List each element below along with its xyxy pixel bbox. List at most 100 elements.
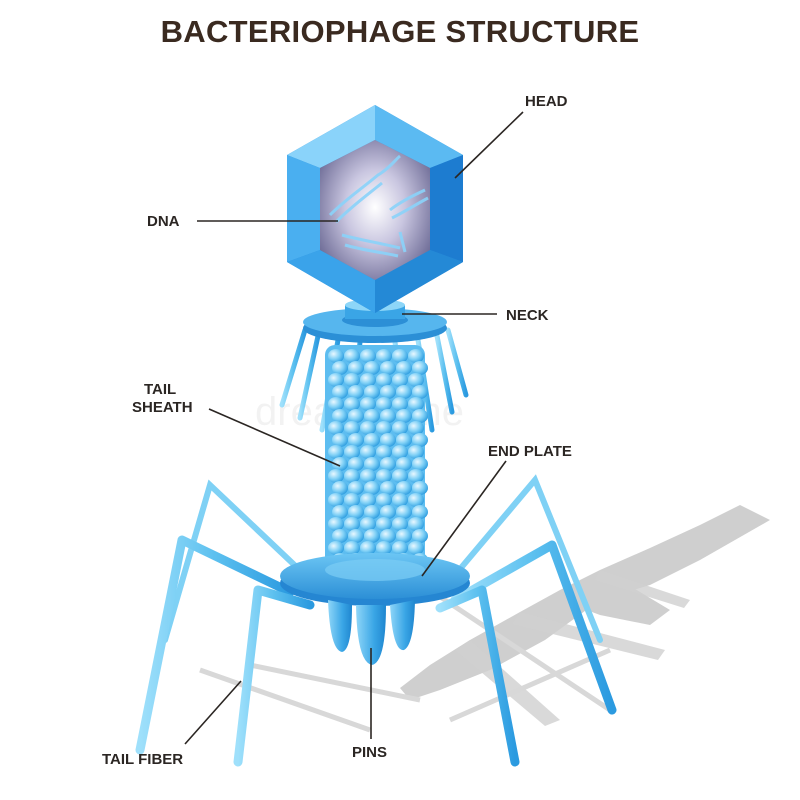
sheath-bead [380,361,396,375]
sheath-bead [360,541,376,555]
label-head: HEAD [525,93,568,110]
sheath-bead [412,385,428,399]
label-end-plate: END PLATE [488,443,572,460]
sheath-bead [380,409,396,423]
sheath-bead [392,541,408,555]
leader-lines [184,111,524,745]
sheath-bead [344,349,360,363]
sheath-bead [412,457,428,471]
sheath-bead [348,481,364,495]
tail-pins [328,600,415,665]
sheath-bead [376,517,392,531]
sheath-bead [332,529,348,543]
sheath-bead [348,361,364,375]
sheath-bead [380,505,396,519]
sheath-bead [396,409,412,423]
sheath-bead [364,409,380,423]
sheath-bead [344,493,360,507]
diagram-title: BACTERIOPHAGE STRUCTURE [160,14,640,49]
sheath-bead [376,541,392,555]
sheath-bead [344,445,360,459]
sheath-bead [396,385,412,399]
sheath-bead [396,457,412,471]
sheath-bead [408,469,424,483]
tail-fibers-front [135,535,617,767]
sheath-bead [332,505,348,519]
tail-fibers-back [162,474,603,643]
sheath-bead [348,529,364,543]
tail-sheath [325,345,428,585]
sheath-bead [344,373,360,387]
sheath-bead [392,349,408,363]
sheath-bead [392,517,408,531]
sheath-bead [344,397,360,411]
sheath-bead [328,517,344,531]
sheath-bead [364,529,380,543]
sheath-bead [328,541,344,555]
sheath-bead [396,361,412,375]
sheath-bead [364,505,380,519]
sheath-bead [376,397,392,411]
sheath-bead [396,529,412,543]
sheath-bead [380,529,396,543]
sheath-bead [332,481,348,495]
sheath-bead [344,421,360,435]
sheath-bead [380,385,396,399]
sheath-bead [360,349,376,363]
sheath-bead [364,361,380,375]
sheath-bead [396,505,412,519]
sheath-bead [360,397,376,411]
sheath-bead [376,349,392,363]
sheath-bead [396,433,412,447]
sheath-bead [328,469,344,483]
sheath-bead [376,469,392,483]
floor-leg-shadows [199,587,612,733]
sheath-bead [332,457,348,471]
sheath-bead [392,445,408,459]
sheath-bead [392,469,408,483]
sheath-bead [360,469,376,483]
sheath-bead [360,445,376,459]
sheath-bead [344,517,360,531]
collar-plate [303,299,447,343]
sheath-bead [392,421,408,435]
sheath-bead [392,493,408,507]
sheath-bead [412,529,428,543]
sheath-bead [332,385,348,399]
capsid-head [287,105,463,313]
sheath-bead [360,421,376,435]
sheath-bead [412,409,428,423]
sheath-bead [364,385,380,399]
sheath-bead [396,481,412,495]
sheath-bead [408,421,424,435]
dna-strands [328,154,429,258]
label-tail-sheath-line1: TAIL [144,381,176,398]
sheath-bead [408,397,424,411]
sheath-bead [328,493,344,507]
sheath-bead [412,433,428,447]
sheath-bead [412,361,428,375]
sheath-bead [364,457,380,471]
sheath-bead [408,373,424,387]
sheath-bead [412,481,428,495]
sheath-bead [360,493,376,507]
sheath-bead [380,457,396,471]
sheath-bead [364,481,380,495]
label-dna: DNA [147,213,180,230]
sheath-bead [328,421,344,435]
sheath-bead [328,373,344,387]
sheath-bead [328,397,344,411]
tail-fiber-leader-line [184,680,242,745]
sheath-bead [328,445,344,459]
sheath-bead [380,481,396,495]
sheath-bead [328,349,344,363]
sheath-bead [380,433,396,447]
sheath-bead [332,361,348,375]
sheath-bead [360,373,376,387]
sheath-bead [412,505,428,519]
label-neck: NECK [506,307,549,324]
sheath-bead [376,373,392,387]
label-tail-fiber: TAIL FIBER [102,751,183,768]
